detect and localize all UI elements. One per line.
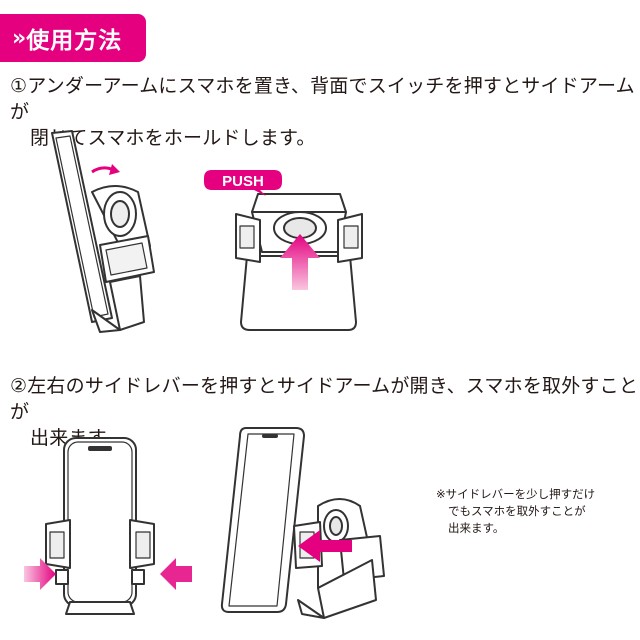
section-title: 使用方法 [26,28,123,54]
note-line-2: でもスマホを取外すことが [448,504,586,518]
step-1-text: ①アンダーアームにスマホを置き、背面でスイッチを押すとサイドアームが 閉じてスマ… [10,73,640,151]
section-header: » 使用方法 [0,14,146,62]
figure-1-back-view [235,193,363,331]
push-label: PUSH [204,170,282,196]
release-arrow [298,530,352,562]
note-line-3: 出来ます。 [448,521,505,535]
note-line-1: ※サイドレバーを少し押すだけ [436,487,596,501]
figure-1-side-view [51,130,155,333]
step-1-line-1: ①アンダーアームにスマホを置き、背面でスイッチを押すとサイドアームが [10,75,635,123]
push-label-text: PUSH [222,173,264,190]
step-1-line-2: 閉じてスマホをホールドします。 [30,127,316,149]
step-2-line-1: ②左右のサイドレバーを押すとサイドアームが開き、スマホを取外すことが [10,375,639,423]
figure-2-front-view [45,437,155,615]
figure-2-remove-view [220,427,385,619]
squeeze-arrows [24,558,192,590]
note-text: ※サイドレバーを少し押すだけ でもスマホを取外すことが 出来ます。 [436,486,595,537]
